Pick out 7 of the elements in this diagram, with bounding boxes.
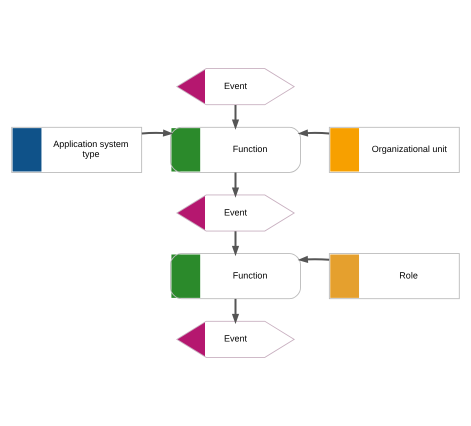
arrow [232,172,240,198]
arrow [232,104,240,130]
arrow [232,231,240,256]
arrow [232,298,240,324]
arrow [298,256,330,263]
arrow [142,129,174,137]
arrow [298,129,330,137]
